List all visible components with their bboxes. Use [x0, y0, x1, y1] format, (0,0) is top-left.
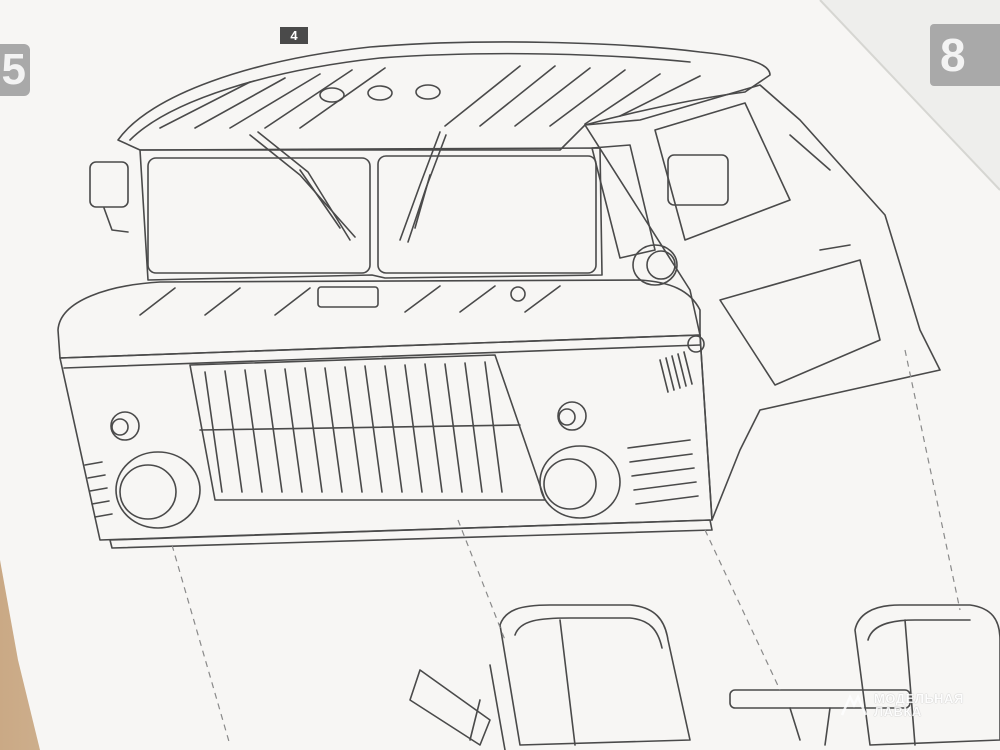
- hood-cap: [510, 286, 526, 302]
- windshield-right-pane: [377, 155, 597, 274]
- wiper-right: [399, 131, 447, 243]
- fuel-cap: [632, 244, 678, 286]
- truck-cab-drawing: [57, 41, 1000, 750]
- door-handle: [819, 244, 851, 251]
- side-lamp: [687, 335, 705, 353]
- roof-edge: [129, 52, 691, 141]
- hood-top: [57, 279, 701, 359]
- watermark-text: МОДЕЛЬНАЯ ЛАВКА: [874, 692, 964, 718]
- page-number-right: 8: [930, 24, 1000, 86]
- side-vent-window: [591, 144, 656, 259]
- windshield-left-pane: [147, 157, 371, 274]
- turn-signal-left: [110, 411, 140, 441]
- turn-signal-right: [557, 401, 587, 431]
- seat-bracket: [729, 689, 911, 746]
- store-logo-icon: [840, 694, 868, 716]
- side-vents-right: [627, 439, 699, 505]
- roof-ribs: [159, 65, 701, 129]
- assembly-guide-lines: [171, 349, 961, 746]
- mirror-right: [667, 154, 729, 206]
- grille-slats: [204, 361, 503, 493]
- body-belt-line: [63, 344, 701, 369]
- wiper-left: [249, 131, 356, 241]
- hood-hatch: [317, 286, 379, 308]
- side-vents-left: [84, 461, 113, 518]
- mirror-left: [89, 161, 129, 233]
- door-panel: [719, 259, 881, 386]
- cab-side-door: [584, 84, 941, 521]
- headlight-right: [539, 445, 621, 519]
- door-hinge: [789, 134, 831, 171]
- roof-lamps: [319, 84, 441, 103]
- cab-roof: [117, 41, 771, 151]
- seat-mount: [409, 669, 491, 746]
- seat-left: [469, 604, 691, 750]
- hood-ribs: [139, 285, 561, 316]
- store-watermark: МОДЕЛЬНАЯ ЛАВКА: [840, 692, 964, 718]
- headlight-left: [115, 451, 201, 529]
- side-grille: [659, 351, 693, 393]
- bumper-line: [109, 519, 713, 549]
- page-number-left: 5: [0, 44, 30, 96]
- watermark-line-1: МОДЕЛЬНАЯ: [874, 691, 964, 706]
- step-number: 4: [280, 27, 308, 44]
- page-fold: [819, 0, 1000, 191]
- grille-crossbar: [199, 424, 521, 431]
- door-window: [654, 102, 791, 241]
- watermark-line-2: ЛАВКА: [874, 704, 922, 719]
